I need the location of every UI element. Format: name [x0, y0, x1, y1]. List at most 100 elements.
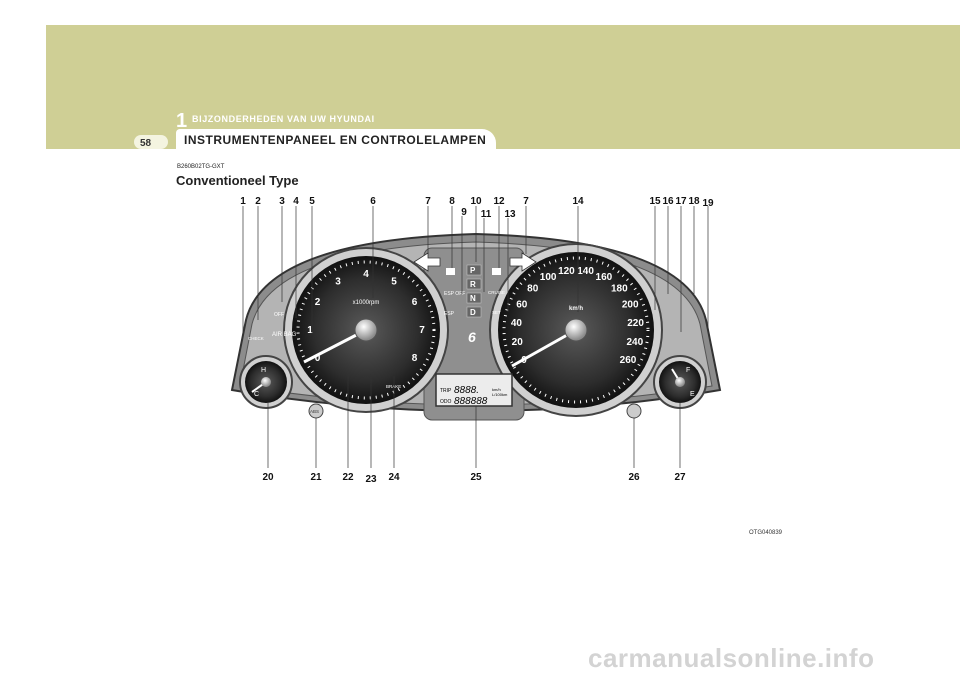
watermark: carmanualsonline.info [588, 643, 875, 673]
callout-4: 4 [293, 196, 299, 207]
gear-display: 6 [468, 329, 476, 345]
page-heading: Conventioneel Type [176, 173, 299, 188]
tacho-unit: x1000rpm [353, 300, 380, 306]
air-bag-label: AIR BAG [272, 332, 297, 338]
headlamp-icon [446, 268, 455, 275]
callout-6: 6 [370, 196, 376, 207]
speedo-number-80: 80 [527, 283, 539, 294]
lcd-unit2: L/100km [492, 392, 508, 397]
callout-26: 26 [628, 472, 640, 483]
callout-18: 18 [688, 196, 700, 207]
lcd-unit: km/h [492, 387, 501, 392]
tacho-number-3: 3 [335, 277, 341, 288]
fuel-label-f: F [686, 367, 690, 374]
callout-14: 14 [572, 196, 584, 207]
speedometer: 020406080100120140160180200220240260 km/… [489, 243, 663, 417]
speedo-number-260: 260 [620, 355, 637, 366]
callout-17: 17 [675, 196, 687, 207]
callout-1: 1 [240, 196, 246, 207]
speedo-number-180: 180 [611, 283, 628, 294]
callout-24: 24 [388, 472, 400, 483]
speedo-number-60: 60 [516, 299, 528, 310]
fog-lamp-icon [492, 268, 501, 275]
gear-indicator: P R N D [466, 264, 482, 318]
set-label: SET [492, 310, 501, 315]
brake-label: BRAKE [386, 384, 401, 389]
callout-20: 20 [262, 472, 274, 483]
section-title-tab: INSTRUMENTENPANEEL EN CONTROLELAMPEN [176, 129, 496, 149]
callout-7b: 7 [523, 196, 529, 207]
callout-19: 19 [702, 198, 714, 209]
speedo-number-160: 160 [596, 272, 613, 283]
callout-7a: 7 [425, 196, 431, 207]
callout-13: 13 [504, 209, 516, 220]
speedo-number-40: 40 [511, 318, 523, 329]
page-number-badge [134, 135, 168, 149]
speedo-number-240: 240 [626, 337, 643, 348]
callout-16: 16 [662, 196, 674, 207]
page-number: 58 [140, 138, 152, 149]
speedo-number-100: 100 [540, 272, 557, 283]
reference-code: B260B02TG-GXT [177, 164, 225, 170]
gear-n: N [470, 294, 476, 303]
figure-code: OTG040839 [749, 530, 783, 536]
callout-27: 27 [674, 472, 686, 483]
callout-11: 11 [481, 209, 492, 220]
speedo-number-20: 20 [512, 337, 524, 348]
temp-label-c: C [254, 391, 259, 398]
gear-p: P [470, 266, 476, 275]
tacho-number-4: 4 [363, 269, 369, 280]
lcd-odo-value: 888888 [454, 396, 488, 407]
tacho-number-8: 8 [412, 353, 418, 364]
tachometer: 0 1 2 3 4 5 6 7 8 x1000rpm [283, 247, 449, 413]
esp-label: ESP [444, 311, 455, 317]
turn-right-arrow-icon [509, 252, 537, 272]
callout-2: 2 [255, 196, 261, 207]
temp-label-h: H [261, 367, 266, 374]
callout-23: 23 [365, 474, 377, 485]
callout-lines [242, 206, 709, 468]
tacho-needle [303, 328, 367, 364]
speedo-number-120: 120 [558, 266, 575, 277]
callout-12: 12 [493, 196, 505, 207]
callout-9: 9 [461, 207, 467, 218]
speedo-number-200: 200 [622, 299, 639, 310]
speedo-needle [511, 328, 577, 368]
gear-d: D [470, 308, 476, 317]
lcd-trip-label: TRIP [440, 388, 452, 394]
callout-25: 25 [470, 472, 482, 483]
callout-10: 10 [470, 196, 482, 207]
speedo-unit: km/h [569, 306, 583, 312]
tacho-number-7: 7 [419, 325, 425, 336]
fuel-label-e: E [690, 391, 695, 398]
gear-r: R [470, 280, 476, 289]
speedo-number-140: 140 [577, 266, 594, 277]
off-label: OFF [274, 312, 284, 318]
lcd-trip-value: 8888. [454, 385, 479, 396]
section-title: INSTRUMENTENPANEEL EN CONTROLELAMPEN [184, 133, 487, 147]
cruise-label: CRUISE [488, 290, 505, 295]
abs-label: ABS [310, 409, 319, 414]
tacho-number-6: 6 [412, 297, 418, 308]
lcd-odo-label: ODO [440, 399, 452, 405]
callout-21: 21 [310, 472, 322, 483]
lcd-display [435, 373, 513, 407]
callout-5: 5 [309, 196, 315, 207]
tacho-number-1: 1 [307, 325, 313, 336]
callout-3: 3 [279, 196, 285, 207]
callout-15: 15 [649, 196, 661, 207]
header-band [46, 25, 960, 149]
tacho-number-2: 2 [315, 297, 321, 308]
fuel-gauge: F E [653, 355, 707, 409]
low-fuel-icon [626, 403, 642, 419]
tacho-number-0: 0 [315, 353, 321, 364]
chapter-title: BIJZONDERHEDEN VAN UW HYUNDAI [192, 114, 375, 124]
check-label: CHECK [248, 336, 264, 341]
callout-22: 22 [342, 472, 354, 483]
callout-8: 8 [449, 196, 455, 207]
esp-off-label: ESP OFF [444, 291, 465, 297]
temperature-gauge: H C [239, 355, 293, 409]
tacho-number-5: 5 [391, 277, 397, 288]
chapter-number: 1 [176, 110, 188, 132]
